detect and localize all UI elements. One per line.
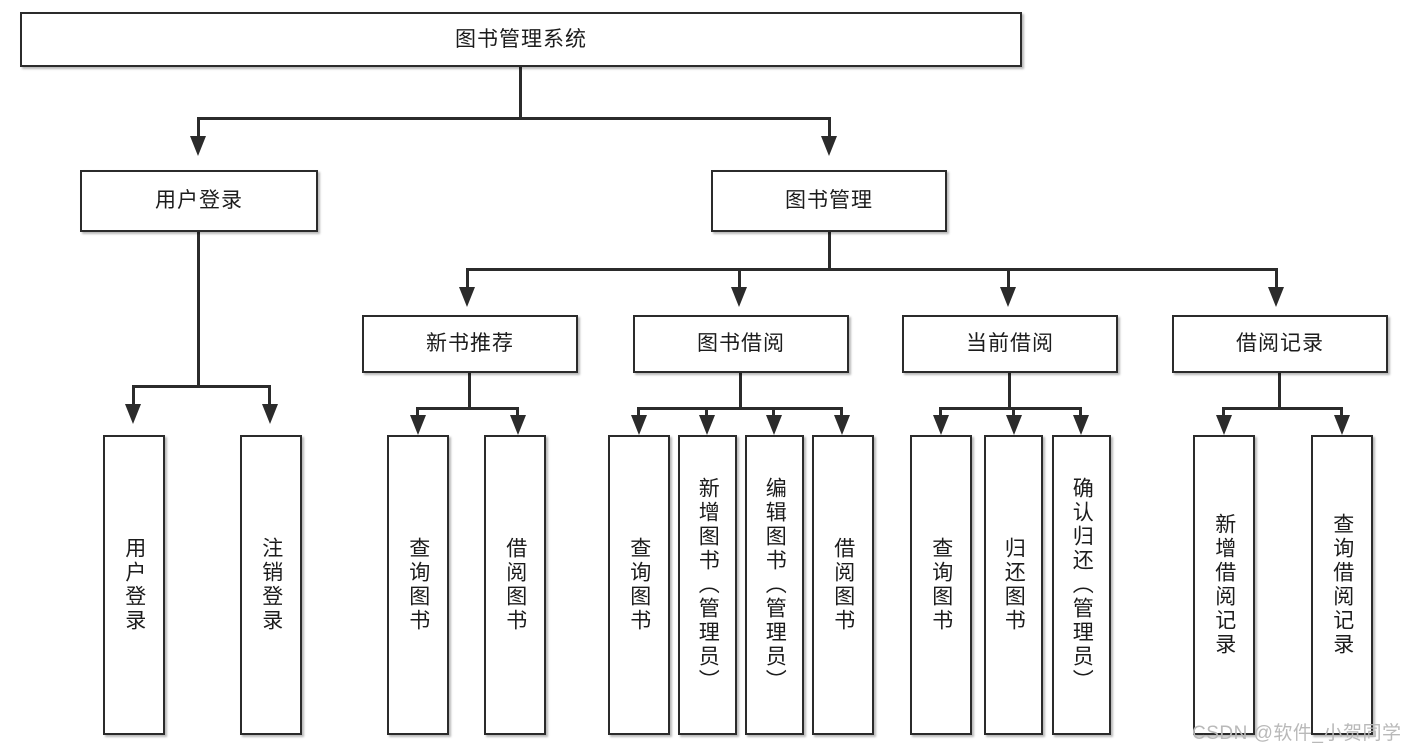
connector-level3-bus <box>466 268 1278 271</box>
node-leaf-user-login[interactable]: 用户登录 <box>103 435 165 735</box>
node-book-manage[interactable]: 图书管理 <box>711 170 947 232</box>
connector-book-borrow-drop-2 <box>705 407 708 417</box>
node-leaf-edit-book-label: 编辑图书（管理员） <box>763 477 787 693</box>
arrowhead-leaf-borrow-book-1 <box>510 415 526 435</box>
connector-book-borrow-drop-4 <box>840 407 843 417</box>
node-root[interactable]: 图书管理系统 <box>20 12 1022 67</box>
node-leaf-borrow-book-1-label: 借阅图书 <box>503 537 527 633</box>
connector-current-borrow-stem <box>1008 373 1011 409</box>
arrowhead-book-borrow <box>731 287 747 307</box>
node-book-borrow-label: 图书借阅 <box>697 332 785 356</box>
node-leaf-add-book[interactable]: 新增图书（管理员） <box>678 435 737 735</box>
node-book-manage-label: 图书管理 <box>785 189 873 213</box>
arrowhead-leaf-query-book-2 <box>631 415 647 435</box>
node-user-login-label: 用户登录 <box>155 189 243 213</box>
arrowhead-leaf-borrow-book-2 <box>834 415 850 435</box>
connector-book-borrow-bus <box>637 407 843 410</box>
arrowhead-new-book-rec <box>459 287 475 307</box>
connector-current-borrow-bus <box>939 407 1081 410</box>
node-leaf-query-book-3[interactable]: 查询图书 <box>910 435 972 735</box>
arrowhead-leaf-add-book <box>699 415 715 435</box>
connector-level2-drop-right <box>828 117 831 139</box>
connector-level3-drop-2 <box>738 268 741 290</box>
node-new-book-rec-label: 新书推荐 <box>426 332 514 356</box>
node-leaf-query-book-1[interactable]: 查询图书 <box>387 435 449 735</box>
connector-new-book-rec-drop-2 <box>516 407 519 417</box>
arrowhead-borrow-record <box>1268 287 1284 307</box>
node-leaf-query-book-3-label: 查询图书 <box>929 537 953 633</box>
connector-borrow-record-stem <box>1278 373 1281 409</box>
connector-root-stem <box>519 67 522 119</box>
connector-new-book-rec-stem <box>468 373 471 409</box>
node-leaf-query-book-2-label: 查询图书 <box>627 537 651 633</box>
connector-borrow-record-drop-1 <box>1222 407 1225 417</box>
connector-book-borrow-drop-1 <box>637 407 640 417</box>
node-leaf-confirm-return[interactable]: 确认归还（管理员） <box>1052 435 1111 735</box>
arrowhead-book-manage <box>821 136 837 156</box>
connector-level3-drop-1 <box>466 268 469 290</box>
arrowhead-leaf-add-record <box>1216 415 1232 435</box>
connector-borrow-record-drop-2 <box>1340 407 1343 417</box>
node-user-login[interactable]: 用户登录 <box>80 170 318 232</box>
connector-current-borrow-drop-1 <box>939 407 942 417</box>
node-leaf-return-book[interactable]: 归还图书 <box>984 435 1043 735</box>
arrowhead-leaf-query-book-3 <box>933 415 949 435</box>
connector-current-borrow-drop-2 <box>1012 407 1015 417</box>
connector-level3-drop-4 <box>1275 268 1278 290</box>
node-root-label: 图书管理系统 <box>455 27 587 51</box>
node-leaf-borrow-book-2-label: 借阅图书 <box>831 537 855 633</box>
node-current-borrow[interactable]: 当前借阅 <box>902 315 1118 373</box>
connector-user-login-drop-1 <box>132 385 135 407</box>
watermark-text: CSDN @软件_小贺同学 <box>1192 723 1402 744</box>
node-leaf-query-book-1-label: 查询图书 <box>406 537 430 633</box>
connector-book-borrow-drop-3 <box>772 407 775 417</box>
connector-user-login-drop-2 <box>268 385 271 407</box>
node-book-borrow[interactable]: 图书借阅 <box>633 315 849 373</box>
connector-book-manage-stem <box>828 232 831 270</box>
connector-user-login-bus <box>132 385 271 388</box>
connector-user-login-stem <box>197 232 200 387</box>
node-leaf-confirm-return-label: 确认归还（管理员） <box>1070 477 1094 693</box>
node-new-book-rec[interactable]: 新书推荐 <box>362 315 578 373</box>
arrowhead-leaf-query-record <box>1334 415 1350 435</box>
node-leaf-add-record-label: 新增借阅记录 <box>1212 513 1236 657</box>
connector-current-borrow-drop-3 <box>1079 407 1082 417</box>
connector-borrow-record-bus <box>1222 407 1342 410</box>
connector-new-book-rec-drop-1 <box>416 407 419 417</box>
connector-book-borrow-stem <box>739 373 742 409</box>
arrowhead-leaf-user-login <box>125 404 141 424</box>
node-borrow-record[interactable]: 借阅记录 <box>1172 315 1388 373</box>
node-leaf-borrow-book-2[interactable]: 借阅图书 <box>812 435 874 735</box>
node-leaf-user-login-label: 用户登录 <box>122 537 146 633</box>
arrowhead-leaf-query-book-1 <box>410 415 426 435</box>
connector-level2-drop-left <box>197 117 200 139</box>
node-leaf-logout[interactable]: 注销登录 <box>240 435 302 735</box>
node-leaf-borrow-book-1[interactable]: 借阅图书 <box>484 435 546 735</box>
connector-level3-drop-3 <box>1007 268 1010 290</box>
node-leaf-return-book-label: 归还图书 <box>1002 537 1026 633</box>
node-leaf-add-record[interactable]: 新增借阅记录 <box>1193 435 1255 735</box>
arrowhead-user-login <box>190 136 206 156</box>
node-leaf-query-book-2[interactable]: 查询图书 <box>608 435 670 735</box>
node-leaf-logout-label: 注销登录 <box>259 537 283 633</box>
arrowhead-leaf-edit-book <box>766 415 782 435</box>
node-borrow-record-label: 借阅记录 <box>1236 332 1324 356</box>
node-leaf-query-record-label: 查询借阅记录 <box>1330 513 1354 657</box>
node-current-borrow-label: 当前借阅 <box>966 332 1054 356</box>
connector-level2-bus <box>197 117 831 120</box>
connector-new-book-rec-bus <box>416 407 519 410</box>
arrowhead-leaf-logout <box>262 404 278 424</box>
arrowhead-current-borrow <box>1000 287 1016 307</box>
arrowhead-leaf-return-book <box>1006 415 1022 435</box>
node-leaf-add-book-label: 新增图书（管理员） <box>696 477 720 693</box>
arrowhead-leaf-confirm-return <box>1073 415 1089 435</box>
node-leaf-query-record[interactable]: 查询借阅记录 <box>1311 435 1373 735</box>
node-leaf-edit-book[interactable]: 编辑图书（管理员） <box>745 435 804 735</box>
